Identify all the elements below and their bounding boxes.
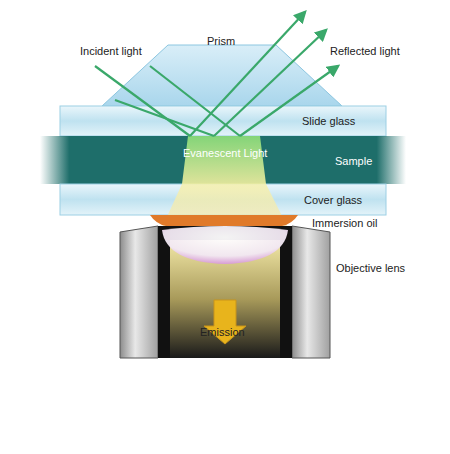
- layer-label: Slide glass: [302, 115, 355, 128]
- part-label: Prism: [207, 35, 235, 48]
- part-label: Reflected light: [330, 45, 400, 58]
- part-label: Objective lens: [336, 262, 405, 275]
- layer-band: Slide glass: [60, 106, 386, 136]
- layer-band: Evanescent LightSample: [40, 136, 406, 184]
- layer-band: Cover glass: [60, 184, 386, 215]
- layer-label: Sample: [335, 155, 372, 168]
- part-label: Incident light: [80, 45, 142, 58]
- layer-label: Cover glass: [304, 194, 362, 207]
- layer-label: Evanescent Light: [183, 147, 267, 160]
- part-label: Immersion oil: [312, 217, 377, 230]
- part-label: Emission: [200, 326, 245, 339]
